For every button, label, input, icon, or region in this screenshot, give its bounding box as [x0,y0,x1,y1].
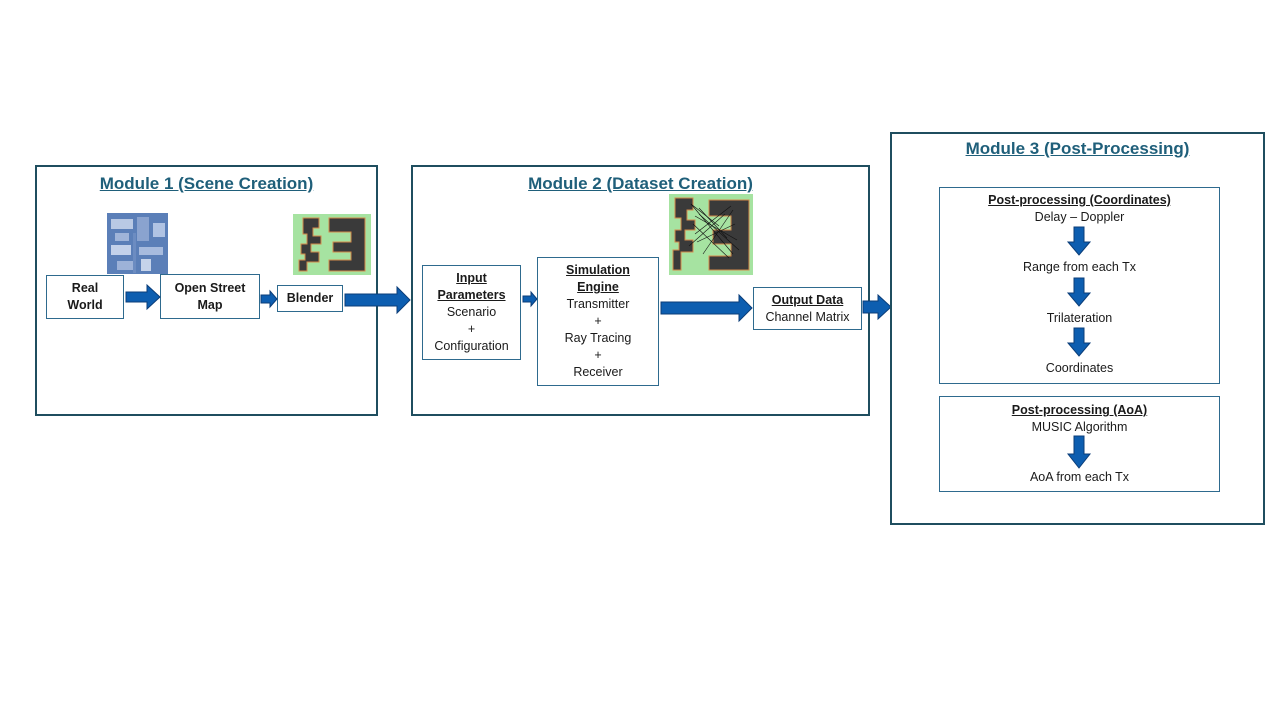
ray-tracing-image [669,194,753,275]
coords-step-1: Delay – Doppler [1034,210,1125,224]
post-processing-coordinates-box: Post-processing (Coordinates) Delay – Do… [939,187,1220,384]
real-world-box: Real World [46,275,124,319]
aoa-step-2: AoA from each Tx [1029,470,1130,484]
sim-plus-2: + [594,348,602,362]
sim-plus-1: + [594,314,602,328]
satellite-image [107,213,168,274]
input-title-2: Parameters [437,288,506,302]
coords-title-text: Post-processing (Coordinates) [988,193,1171,207]
sim-ray-tracing: Ray Tracing [564,331,632,345]
input-parameters-box: Input Parameters Scenario + Configuratio… [422,265,521,360]
module-3-title: Module 3 (Post-Processing) [965,139,1190,158]
coords-step-4: Coordinates [1045,361,1114,375]
input-configuration: Configuration [434,339,509,353]
osm-label-2: Map [197,297,223,312]
post-processing-aoa-box: Post-processing (AoA) MUSIC Algorithm Ao… [939,396,1220,492]
input-title-1: Input [456,271,487,285]
arrow-right-icon [522,290,538,308]
aoa-title-text: Post-processing (AoA) [1011,403,1148,417]
module-1-title: Module 1 (Scene Creation) [99,174,314,193]
aoa-step-1: MUSIC Algorithm [1031,420,1128,434]
real-world-label-2: World [67,298,103,312]
arrow-down-icon [1066,226,1092,256]
real-world-label-1: Real [71,281,99,295]
aoa-title: Post-processing (AoA) [940,402,1219,418]
simulation-engine-box: Simulation Engine Transmitter + Ray Trac… [537,257,659,386]
arrow-right-icon [862,293,892,321]
sim-transmitter: Transmitter [566,297,630,311]
arrow-down-icon [1066,435,1092,469]
arrow-right-icon [660,293,753,323]
blender-scene-image [293,214,371,275]
blender-label: Blender [286,291,334,305]
coords-step-3: Trilateration [1046,311,1113,325]
open-street-map-box: Open Street Map [160,274,260,319]
output-channel-matrix: Channel Matrix [765,309,850,324]
arrow-right-icon [344,285,411,315]
sim-receiver: Receiver [573,365,623,379]
blender-box: Blender [277,285,343,312]
module-2-title: Module 2 (Dataset Creation) [528,174,753,193]
osm-label-1: Open Street [174,280,246,295]
arrow-down-icon [1066,277,1092,307]
input-scenario: Scenario [446,305,497,319]
sim-title-2: Engine [577,280,619,294]
arrow-right-icon [260,289,278,309]
sim-title-1: Simulation [566,263,630,277]
arrow-right-icon [125,283,161,311]
coords-title: Post-processing (Coordinates) [940,192,1219,208]
output-title: Output Data [771,292,844,307]
output-data-box: Output Data Channel Matrix [753,287,862,330]
input-plus: + [467,322,476,336]
coords-step-2: Range from each Tx [1022,260,1137,274]
arrow-down-icon [1066,327,1092,357]
